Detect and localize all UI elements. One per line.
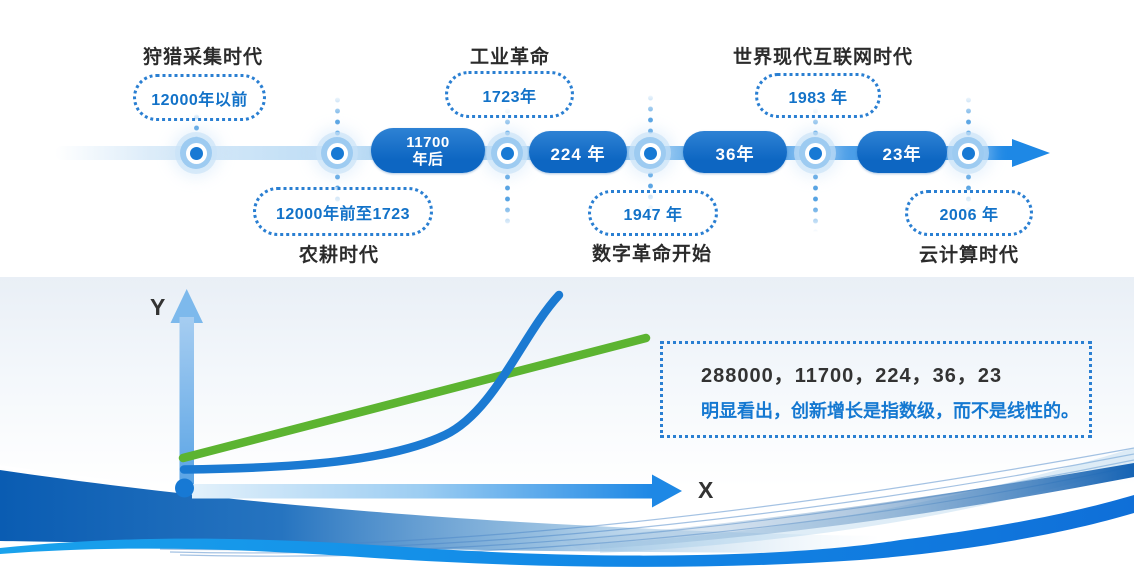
timeline-node xyxy=(952,137,984,169)
interval-pill-224: 224 年 xyxy=(529,131,627,173)
era-title-industry: 工业革命 xyxy=(470,47,551,68)
era-title-internet: 世界现代互联网时代 xyxy=(733,47,914,68)
y-axis-label: Y xyxy=(150,294,166,320)
interval-pill-line2: 年后 xyxy=(412,150,444,168)
era-title-farming: 农耕时代 xyxy=(299,245,380,266)
timeline-node xyxy=(634,137,666,169)
timeline-node xyxy=(491,137,523,169)
year-bubble-farming: 12000年前至1723 xyxy=(253,187,433,236)
node-dot-column xyxy=(813,106,818,232)
year-bubble-hunter: 12000年以前 xyxy=(133,74,266,121)
year-bubble-cloud: 2006 年 xyxy=(905,190,1033,236)
era-title-hunter: 狩猎采集时代 xyxy=(143,47,264,68)
timeline-node xyxy=(799,137,831,169)
node-dot-column xyxy=(194,112,199,152)
timeline-node xyxy=(321,137,353,169)
interval-pill-36: 36年 xyxy=(683,131,787,173)
year-bubble-internet: 1983 年 xyxy=(755,73,881,118)
note-box: 288000，11700，224，36，23 明显看出，创新增长是指数级，而不是… xyxy=(660,341,1092,438)
timeline-arrow-icon xyxy=(1012,139,1050,167)
era-title-cloud: 云计算时代 xyxy=(919,245,1020,266)
wave-swoosh xyxy=(0,495,1134,567)
x-axis-label: X xyxy=(698,477,714,503)
interval-pill-11700: 11700 年后 xyxy=(371,128,485,173)
interval-pill-line1: 11700 xyxy=(406,133,450,151)
year-bubble-digital: 1947 年 xyxy=(588,190,718,236)
timeline-node xyxy=(180,137,212,169)
year-bubble-industry: 1723年 xyxy=(445,71,574,118)
note-values: 288000，11700，224，36，23 xyxy=(701,365,1003,387)
note-text: 明显看出，创新增长是指数级，而不是线性的。 xyxy=(701,401,1079,421)
interval-pill-23: 23年 xyxy=(857,131,947,173)
era-title-digital: 数字革命开始 xyxy=(592,244,713,265)
